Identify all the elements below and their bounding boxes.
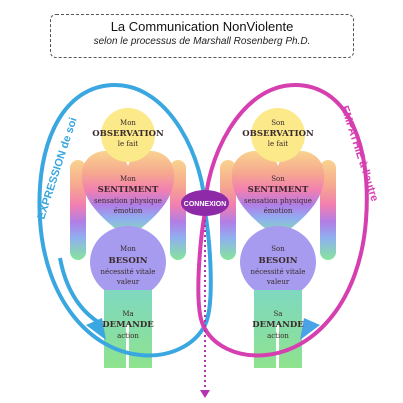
connexion-badge bbox=[181, 190, 229, 216]
right-besoin-pre: Son bbox=[271, 245, 285, 253]
left-person-head bbox=[101, 108, 155, 162]
right-besoin-desc2: valeur bbox=[266, 278, 290, 286]
left-besoin-key: BESOIN bbox=[109, 256, 148, 266]
right-person-belly bbox=[240, 226, 316, 298]
empathie-arrow-head bbox=[300, 318, 320, 340]
title-box: La Communication NonViolente selon le pr… bbox=[50, 14, 354, 58]
right-demande-pre: Sa bbox=[274, 310, 283, 318]
left-person-leg-gap bbox=[126, 325, 129, 368]
left-besoin-desc2: valeur bbox=[116, 278, 140, 286]
left-person-text: Mon OBSERVATION le fait Mon SENTIMENT se… bbox=[92, 119, 164, 340]
left-person-right-arm bbox=[170, 160, 186, 260]
right-person-head bbox=[251, 108, 305, 162]
left-observation-pre: Mon bbox=[120, 119, 136, 127]
right-person-right-arm bbox=[320, 160, 336, 260]
right-person-text: Son OBSERVATION le fait Son SENTIMENT se… bbox=[242, 119, 314, 340]
right-person-heart bbox=[231, 150, 325, 238]
right-observation-desc: le fait bbox=[268, 140, 289, 148]
empathie-loop bbox=[196, 82, 369, 358]
right-sentiment-key: SENTIMENT bbox=[248, 185, 309, 195]
left-demande-desc: action bbox=[117, 332, 139, 340]
left-person-left-arm bbox=[70, 160, 86, 260]
expression-arrow-stem bbox=[58, 257, 100, 324]
left-sentiment-desc1: sensation physique bbox=[94, 197, 162, 205]
right-sentiment-pre: Son bbox=[271, 175, 285, 183]
right-person-leg-gap bbox=[276, 325, 279, 368]
empathie-label: EMPATHIE à l'autre bbox=[338, 104, 380, 203]
right-besoin-key: BESOIN bbox=[259, 256, 298, 266]
left-besoin-desc1: nécessité vitale bbox=[101, 268, 156, 276]
right-observation-key: OBSERVATION bbox=[242, 129, 314, 139]
right-demande-key: DEMANDE bbox=[252, 320, 304, 330]
title-main: La Communication NonViolente bbox=[110, 19, 294, 34]
left-demande-pre: Ma bbox=[122, 310, 133, 318]
right-demande-desc: action bbox=[267, 332, 289, 340]
connexion-label: CONNEXION bbox=[184, 201, 226, 208]
right-sentiment-desc1: sensation physique bbox=[244, 197, 312, 205]
left-sentiment-pre: Mon bbox=[120, 175, 136, 183]
left-sentiment-key: SENTIMENT bbox=[98, 185, 159, 195]
right-besoin-desc1: nécessité vitale bbox=[251, 268, 306, 276]
right-sentiment-desc2: émotion bbox=[264, 207, 293, 215]
right-person-left-arm bbox=[220, 160, 236, 260]
left-person-heart bbox=[81, 150, 175, 238]
left-besoin-pre: Mon bbox=[120, 245, 136, 253]
right-observation-pre: Son bbox=[271, 119, 285, 127]
expression-arrow-head bbox=[86, 318, 106, 340]
left-observation-key: OBSERVATION bbox=[92, 129, 164, 139]
left-demande-key: DEMANDE bbox=[102, 320, 154, 330]
center-dotted-arrow bbox=[200, 390, 210, 398]
title-subtitle: selon le processus de Marshall Rosenberg… bbox=[93, 36, 311, 47]
right-person bbox=[220, 108, 336, 368]
left-person-belly bbox=[90, 226, 166, 298]
left-sentiment-desc2: émotion bbox=[114, 207, 143, 215]
left-observation-desc: le fait bbox=[118, 140, 139, 148]
left-person bbox=[70, 108, 186, 368]
